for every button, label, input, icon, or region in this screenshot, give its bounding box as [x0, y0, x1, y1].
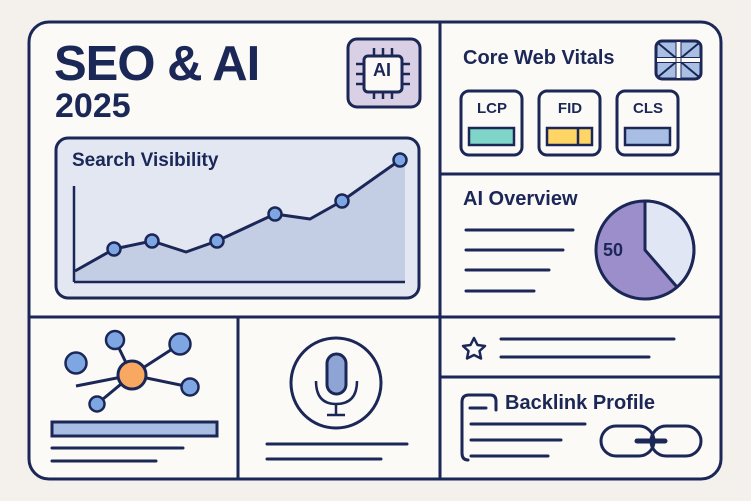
chart-markers [106, 152, 408, 257]
page-subtitle-year: 2025 [55, 87, 131, 125]
page-title: SEO & AI [54, 37, 260, 91]
microphone-icon [289, 336, 383, 430]
metric-label-fid: FID [557, 100, 583, 117]
grid-flag-icon [654, 39, 703, 81]
featured-text-lines [499, 337, 676, 359]
ai-overview-title: AI Overview [463, 188, 578, 210]
chart-title: Search Visibility [72, 150, 219, 171]
voice-text-lines [265, 442, 409, 461]
ai-chip-icon [346, 37, 422, 109]
pie-value-label: 50 [603, 240, 624, 260]
graph-text-lines [50, 446, 185, 463]
star-icon [461, 336, 487, 360]
metric-label-cls: CLS [633, 100, 663, 117]
core-web-vitals-title: Core Web Vitals [463, 47, 615, 69]
chart-area-fill [75, 160, 405, 281]
ai-overview-text-lines [464, 228, 575, 293]
metric-card-fid [537, 89, 602, 157]
ai-overview-pie-chart [594, 199, 696, 301]
ai-chip-label: AI [373, 60, 391, 80]
metric-card-cls [615, 89, 680, 157]
document-icon [460, 393, 587, 462]
link-chain-icon [599, 424, 703, 458]
backlink-profile-title: Backlink Profile [505, 392, 656, 414]
metric-card-lcp [459, 89, 524, 157]
graph-label-bar [50, 420, 219, 438]
metric-label-lcp: LCP [477, 100, 507, 117]
network-graph-icon [64, 329, 200, 413]
search-visibility-chart [54, 136, 421, 300]
